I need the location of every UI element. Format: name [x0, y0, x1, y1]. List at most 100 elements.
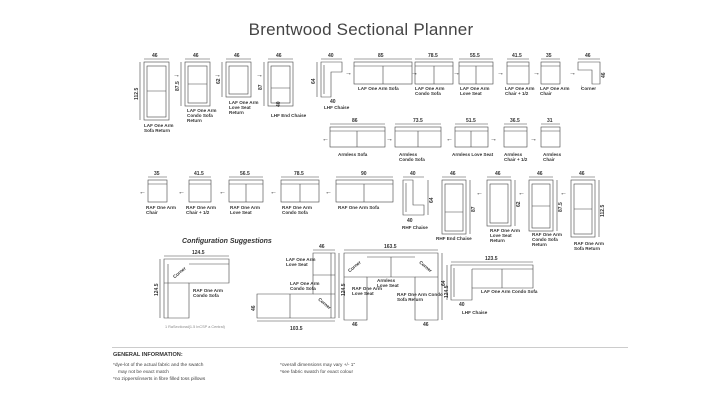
- rhf-end-chaise-drawing: [441, 179, 467, 235]
- piece-label: RAF One Arm Sofa Return: [574, 241, 604, 252]
- piece-label: LAF One Arm Sofa Return: [144, 123, 174, 134]
- arrow-left-icon: ←: [139, 189, 146, 196]
- laf-condo-return-drawing: [184, 61, 211, 107]
- general-info-line: *overall dimensions may vary +/- 1": [280, 363, 356, 368]
- piece-label: RAF One Arm Condo Sofa Return: [532, 232, 562, 248]
- lhf-chaise-drawing: [320, 61, 343, 98]
- config-dim: 64: [441, 280, 447, 286]
- piece-label: Armless Chair + 1/2: [504, 152, 528, 163]
- dim-top: 31: [547, 118, 553, 124]
- config-dim: 124.5: [341, 283, 347, 296]
- dim-top: 36.5: [510, 118, 520, 124]
- laf-chair-half-drawing: [506, 61, 530, 85]
- laf-sofa-return-drawing: [143, 61, 170, 121]
- dim-top: 78.5: [294, 171, 304, 177]
- dim-side: 112.5: [134, 87, 140, 100]
- dim-side: 64: [429, 197, 435, 203]
- raf-loveseat-drawing: [228, 179, 264, 203]
- raf-condo-return-drawing: [528, 179, 554, 232]
- dimension-lines: [139, 58, 600, 322]
- config-dim: 123.5: [485, 256, 498, 262]
- piece-label: LHF End Chaise: [271, 113, 307, 118]
- config-dim: 46: [251, 305, 257, 311]
- piece-label: Armless Sofa: [338, 152, 368, 157]
- piece-label: LAF One Arm Condo Sofa: [415, 86, 445, 97]
- piece-label: LAF One Arm Condo Sofa Return: [187, 108, 217, 124]
- config-2-drawing: [256, 252, 336, 319]
- config-label: LAF One Arm Condo Sofa: [290, 281, 320, 292]
- armless-loveseat-drawing: [454, 126, 489, 148]
- dim-extra: 40: [407, 218, 413, 224]
- dim-top: 46: [579, 171, 585, 177]
- config-dim: 163.5: [384, 244, 397, 250]
- general-info-title: GENERAL INFORMATION:: [113, 352, 183, 358]
- piece-label: LAF One Arm Love Seat: [460, 86, 490, 97]
- dim-top: 46: [450, 171, 456, 177]
- arrow-right-icon: →: [386, 136, 393, 143]
- dim-top: 46: [495, 171, 501, 177]
- config-dim: 124.5: [192, 250, 205, 256]
- dim-side: 46: [601, 72, 607, 78]
- arrow-right-icon: →: [214, 72, 221, 79]
- armless-condo-sofa-drawing: [394, 126, 442, 148]
- arrow-right-icon: →: [569, 70, 576, 77]
- divider: [112, 347, 628, 348]
- piece-label: LAF One Arm Sofa: [358, 86, 399, 91]
- dim-top: 41.5: [512, 53, 522, 59]
- dim-top: 56.5: [240, 171, 250, 177]
- arrow-left-icon: ←: [518, 190, 525, 197]
- laf-loveseat-drawing: [458, 61, 494, 85]
- dim-side: 62: [216, 78, 222, 84]
- config-dim: 46: [319, 244, 325, 250]
- dim-top: 46: [585, 53, 591, 59]
- config-label: LHF Chaise: [462, 310, 488, 315]
- arrow-right-icon: →: [530, 136, 537, 143]
- dim-side: 62: [516, 201, 522, 207]
- arrow-left-icon: ←: [322, 136, 329, 143]
- raf-loveseat-return-drawing: [486, 179, 512, 227]
- armless-chair-half-drawing: [503, 126, 528, 148]
- arrow-right-icon: →: [497, 70, 504, 77]
- dim-top: 90: [361, 171, 367, 177]
- arrow-left-icon: ←: [325, 189, 332, 196]
- dim-top: 35: [154, 171, 160, 177]
- arrow-left-icon: ←: [178, 189, 185, 196]
- piece-label: LAF One Arm Chair: [540, 86, 570, 97]
- dim-top: 35: [546, 53, 552, 59]
- dim-top: 85: [378, 53, 384, 59]
- dim-top: 46: [193, 53, 199, 59]
- laf-loveseat-return-drawing: [225, 61, 252, 98]
- dim-top: 46: [152, 53, 158, 59]
- dim-extra: 40: [276, 101, 282, 107]
- arrow-right-icon: →: [411, 70, 418, 77]
- piece-label: RAF One Arm Chair + 1/2: [186, 205, 216, 216]
- dim-side: 64: [311, 78, 317, 84]
- arrow-right-icon: →: [453, 70, 460, 77]
- piece-label: RHF End Chaise: [436, 236, 472, 241]
- piece-label: RAF One Arm Condo Sofa: [282, 205, 312, 216]
- config-label: Armless Love Seat: [377, 278, 399, 289]
- armless-chair-drawing: [540, 126, 561, 148]
- dim-top: 46: [276, 53, 282, 59]
- piece-label: Armless Love Seat: [452, 152, 494, 157]
- rhf-chaise-drawing: [402, 179, 425, 216]
- dim-top: 40: [328, 53, 334, 59]
- arrow-left-icon: ←: [476, 190, 483, 197]
- dim-side: 112.5: [600, 204, 606, 217]
- config-credit: 1 RaSectional(1.5 InCSP a Central): [165, 325, 225, 329]
- config-label: LAF One Arm Condo Sofa: [481, 289, 538, 294]
- armless-sofa-drawing: [329, 126, 386, 148]
- corner-drawing: [577, 61, 601, 85]
- config-label: RAF One Arm Condo Sofa: [193, 288, 223, 299]
- config-1-drawing: [163, 258, 230, 319]
- config-label: RAF One Arm Love Seat: [352, 286, 382, 297]
- dim-top: 41.5: [194, 171, 204, 177]
- dim-extra: 40: [330, 99, 336, 105]
- dim-top: 51.5: [466, 118, 476, 124]
- raf-sofa-drawing: [335, 179, 394, 203]
- arrow-left-icon: ←: [219, 189, 226, 196]
- piece-label: RAF One Arm Love Seat Return: [490, 228, 520, 244]
- piece-label: Corner: [581, 86, 597, 91]
- arrow-right-icon: →: [173, 72, 180, 79]
